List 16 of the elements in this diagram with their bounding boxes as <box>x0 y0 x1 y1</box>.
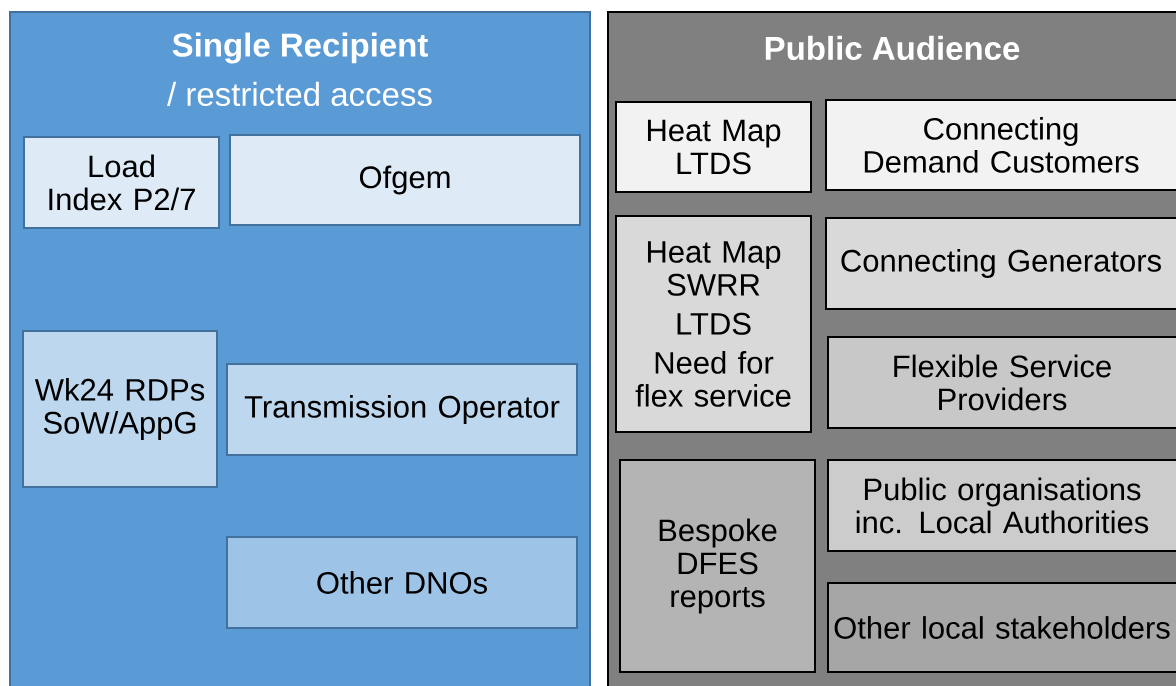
text-box: Heat Map LTDS <box>615 101 812 193</box>
text-box: Connecting Demand Customers <box>825 99 1176 191</box>
panel-heading: Single Recipient <box>172 32 428 64</box>
text-box: Heat Map SWRR LTDS Need for flex service <box>615 215 812 433</box>
text-box: Public organisations inc. Local Authorities <box>827 459 1176 552</box>
text-box: Bespoke DFES reports <box>619 459 816 673</box>
panel-heading: Public Audience <box>765 35 1020 61</box>
text-box: Wk24 RDPs SoW/AppG <box>22 330 218 488</box>
text-box: Other local stakeholders <box>827 582 1176 673</box>
text-box: Flexible Service Providers <box>827 336 1176 429</box>
text-box: Ofgem <box>229 134 581 226</box>
panel-subheading: / restricted access <box>167 81 432 107</box>
text-box: Other DNOs <box>226 536 578 629</box>
text-box: Connecting Generators <box>825 217 1176 310</box>
text-box: Transmission Operator <box>226 363 578 456</box>
text-box: Load Index P2/7 <box>23 136 220 229</box>
